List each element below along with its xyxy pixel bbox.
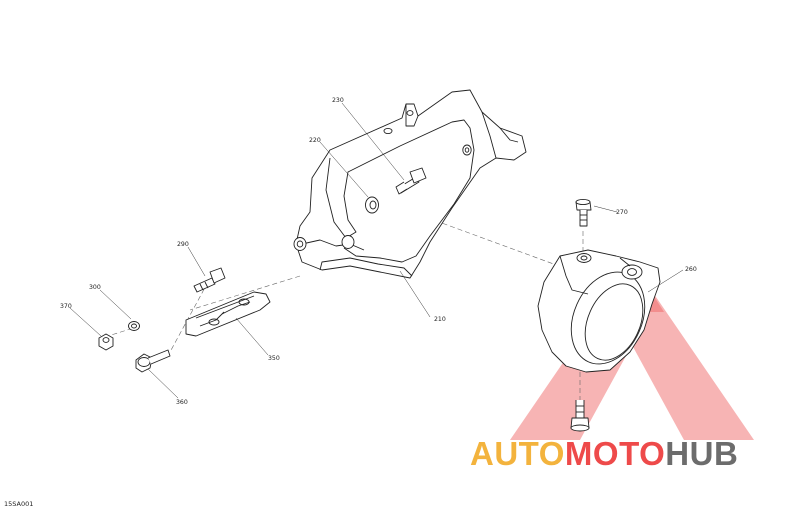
assembly-center-lines [107,214,584,400]
callout-230: 230 [332,97,344,104]
callout-270: 270 [616,209,628,216]
washer-220 [365,196,379,214]
callout-370: 370 [60,303,72,310]
link-350 [185,291,271,337]
screw-lower [570,400,590,432]
bolt-290 [193,267,226,293]
callout-260: 260 [685,266,697,273]
watermark-wordmark: AUTOMOTOHUB [470,437,738,470]
document-code: 15SA001 [4,500,34,508]
watermark-part-hub: HUB [665,435,739,472]
bolt-230 [395,167,427,195]
housing-260 [537,249,661,373]
callout-360: 360 [176,399,188,406]
watermark-part-auto: AUTO [470,435,565,472]
bolt-360 [135,349,171,373]
nut-370 [98,333,114,351]
callout-350: 350 [268,355,280,362]
screw-270 [575,198,592,227]
callout-300: 300 [89,284,101,291]
washer-300 [128,321,140,331]
callout-220: 220 [309,137,321,144]
callout-210: 210 [434,316,446,323]
leader-lines [69,102,684,399]
watermark-part-moto: MOTO [564,435,666,472]
callout-290: 290 [177,241,189,248]
